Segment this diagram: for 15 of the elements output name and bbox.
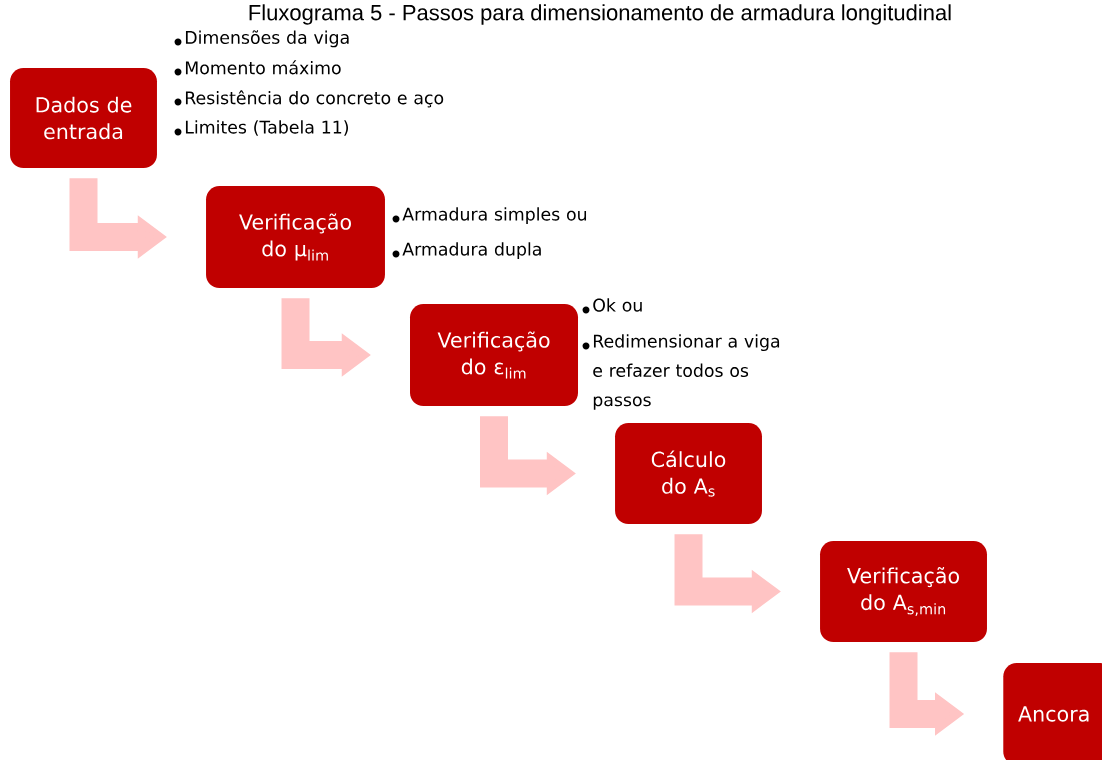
- process-box: Dados de entrada: [10, 68, 157, 168]
- bullet-text: Dimensões da viga: [185, 30, 349, 48]
- bullet-text: Redimensionar a viga e refazer todos os passos: [593, 334, 780, 410]
- process-box: Cálculo do A$_{s}$: [615, 422, 762, 525]
- process-box: Verificação do ε$_{lim}$: [410, 304, 578, 406]
- bullet-text: Resistência do concreto e aço: [185, 90, 444, 108]
- bullet-text: Armadura simples ou: [402, 207, 586, 225]
- bullet-text: Armadura dupla: [402, 242, 541, 260]
- bullet-text: Ok ou: [593, 298, 642, 312]
- title: Fluxograma 5 - Passos para dimensionamento de armadura longitudinal: [249, 4, 951, 25]
- bullet-text: Limites (Tabela 11): [185, 120, 348, 136]
- bullet-text: Momento máximo: [185, 60, 341, 75]
- process-box: Ancora: [1003, 663, 1102, 760]
- process-box: Verificação do μ$_{lim}$: [206, 186, 385, 288]
- process-box: Verificação do A$_{s,min}$: [820, 540, 987, 643]
